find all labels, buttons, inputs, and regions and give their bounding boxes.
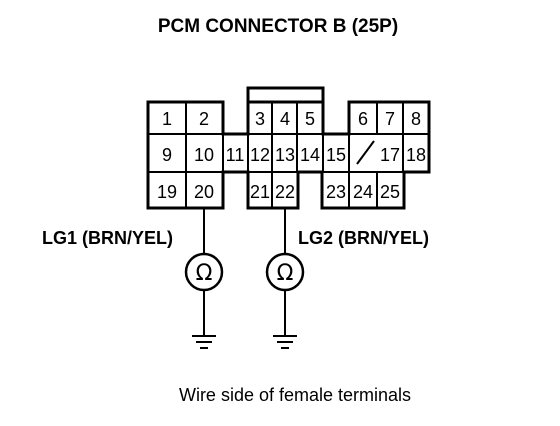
ohm-icon: Ω <box>277 261 294 286</box>
pin-11: 11 <box>226 145 245 165</box>
pin-12: 12 <box>250 145 270 165</box>
cell-dividers <box>148 102 429 208</box>
pin-25: 25 <box>380 182 400 202</box>
pin-10: 10 <box>194 145 214 165</box>
pin-23: 23 <box>326 182 346 202</box>
pin-numbers: 1 2 3 4 5 6 7 8 9 10 11 12 13 14 15 17 1… <box>157 109 426 202</box>
pin-7: 7 <box>385 109 395 129</box>
ohm-icon: Ω <box>196 261 213 286</box>
ground-icon <box>273 335 297 349</box>
pin-6: 6 <box>358 109 368 129</box>
pin-18: 18 <box>406 145 426 165</box>
pin-4: 4 <box>280 109 290 129</box>
pin-9: 9 <box>162 145 172 165</box>
unused-terminal-slash <box>356 140 375 165</box>
pin-22: 22 <box>275 182 295 202</box>
pin-14: 14 <box>300 145 320 165</box>
pin-3: 3 <box>255 109 265 129</box>
pin-24: 24 <box>353 182 373 202</box>
pin-17: 17 <box>380 145 400 165</box>
pin-2: 2 <box>199 109 209 129</box>
ground-icon <box>192 335 216 349</box>
probe-lg2: LG2 (BRN/YEL) Ω <box>265 208 429 349</box>
diagram-title: PCM CONNECTOR B (25P) <box>158 16 398 37</box>
pin-15: 15 <box>326 145 346 165</box>
pin-19: 19 <box>157 182 177 202</box>
pin-21: 21 <box>250 182 270 202</box>
wire-label-lg2: LG2 (BRN/YEL) <box>298 228 429 248</box>
pin-1: 1 <box>162 109 172 129</box>
pin-20: 20 <box>194 182 214 202</box>
pin-5: 5 <box>305 109 315 129</box>
locking-tab <box>246 86 325 104</box>
wire-label-lg1: LG1 (BRN/YEL) <box>42 228 173 248</box>
diagram-caption: Wire side of female terminals <box>179 385 411 405</box>
pin-8: 8 <box>411 109 421 129</box>
probe-lg1: LG1 (BRN/YEL) Ω <box>42 208 224 349</box>
pin-13: 13 <box>275 145 295 165</box>
